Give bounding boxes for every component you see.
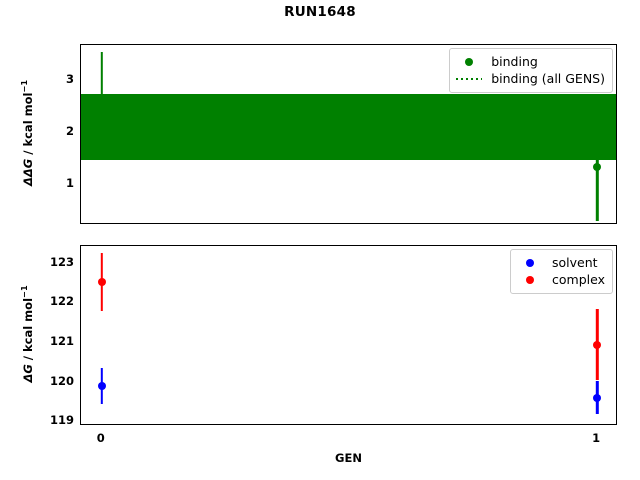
- y-axis-tick: [80, 381, 81, 383]
- y-axis-tick: [80, 183, 81, 185]
- legend-entry-binding[interactable]: binding: [456, 53, 605, 70]
- y-axis-tick: [80, 262, 81, 264]
- y-axis-tick: [80, 80, 81, 82]
- y-axis-tick: [80, 131, 81, 133]
- legend-label: complex: [552, 272, 605, 288]
- data-point-marker: [593, 393, 602, 402]
- y-axis-tick: [80, 341, 81, 343]
- y-axis-tick: [80, 420, 81, 422]
- y-axis-tick-label: 121: [49, 333, 74, 348]
- x-axis-tick: [596, 424, 598, 425]
- all-gens-confidence-band: [81, 94, 616, 160]
- x-axis-tick: [101, 223, 103, 224]
- xaxis-title: GEN: [335, 451, 362, 465]
- data-point-marker: [593, 340, 602, 349]
- legend-entry-binding-all-gens[interactable]: binding (all GENS): [456, 70, 605, 87]
- legend-dotted-line-icon: [456, 77, 483, 80]
- legend-dot-icon: [517, 275, 543, 284]
- legend-marker-dot: [526, 275, 535, 284]
- bottom-plot-axes: solvent complex: [80, 245, 617, 425]
- legend-entry-complex[interactable]: complex: [517, 271, 605, 288]
- x-axis-tick-label: 1: [592, 431, 601, 445]
- legend-label: solvent: [552, 255, 598, 270]
- data-point-marker: [97, 381, 106, 390]
- y-axis-tick-label: 119: [49, 413, 74, 428]
- top-yaxis-title: ΔΔG / kcal mol−1: [19, 79, 35, 186]
- legend-marker-dot: [465, 57, 474, 66]
- x-axis-tick: [596, 223, 598, 224]
- top-legend[interactable]: binding binding (all GENS): [449, 48, 613, 93]
- top-plot-axes: binding binding (all GENS): [80, 44, 617, 224]
- bottom-yaxis-title: ΔG / kcal mol−1: [19, 285, 35, 383]
- legend-entry-solvent[interactable]: solvent: [517, 254, 605, 271]
- legend-marker-dotted-line: [456, 77, 483, 80]
- y-axis-tick-label: 122: [49, 294, 74, 309]
- figure-title: RUN1648: [284, 4, 356, 20]
- data-point-marker: [97, 278, 106, 287]
- legend-label: binding (all GENS): [491, 71, 605, 87]
- bottom-legend[interactable]: solvent complex: [510, 249, 613, 294]
- y-axis-tick-label: 3: [65, 72, 74, 87]
- legend-dot-icon: [517, 258, 543, 267]
- x-axis-tick: [101, 424, 103, 425]
- legend-marker-dot: [526, 258, 535, 267]
- data-point-marker: [97, 96, 106, 105]
- legend-dot-icon: [456, 57, 482, 66]
- y-axis-tick-label: 120: [49, 373, 74, 388]
- y-axis-tick-label: 2: [65, 124, 74, 139]
- y-axis-tick: [80, 301, 81, 303]
- data-point-marker: [593, 163, 602, 172]
- y-axis-tick-label: 123: [49, 254, 74, 269]
- y-axis-tick-label: 1: [65, 176, 74, 191]
- x-axis-tick-label: 0: [96, 431, 105, 445]
- legend-label: binding: [491, 54, 538, 69]
